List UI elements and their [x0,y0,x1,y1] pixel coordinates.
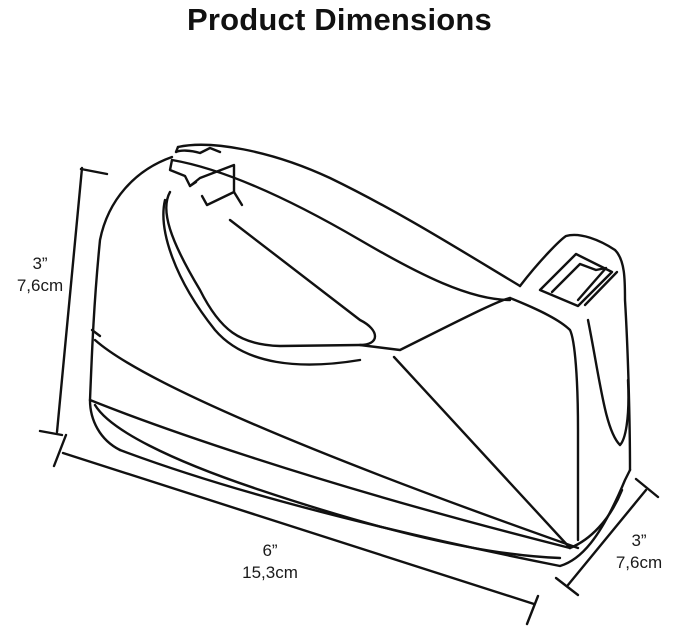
height-metric: 7,6cm [16,276,64,295]
depth-imperial: 3” [631,531,647,550]
length-imperial: 6” [262,541,278,560]
depth-label: 3” 7,6cm [600,530,678,574]
length-dimension-line [52,433,540,626]
depth-dimension-line [554,477,660,597]
height-dimension-line [38,166,109,437]
height-imperial: 3” [32,254,48,273]
page-title: Product Dimensions [186,2,493,37]
depth-metric: 7,6cm [615,553,663,572]
height-label: 3” 7,6cm [2,253,78,297]
length-metric: 15,3cm [242,563,298,582]
length-label: 6” 15,3cm [222,540,318,584]
dispenser-body [88,143,632,568]
